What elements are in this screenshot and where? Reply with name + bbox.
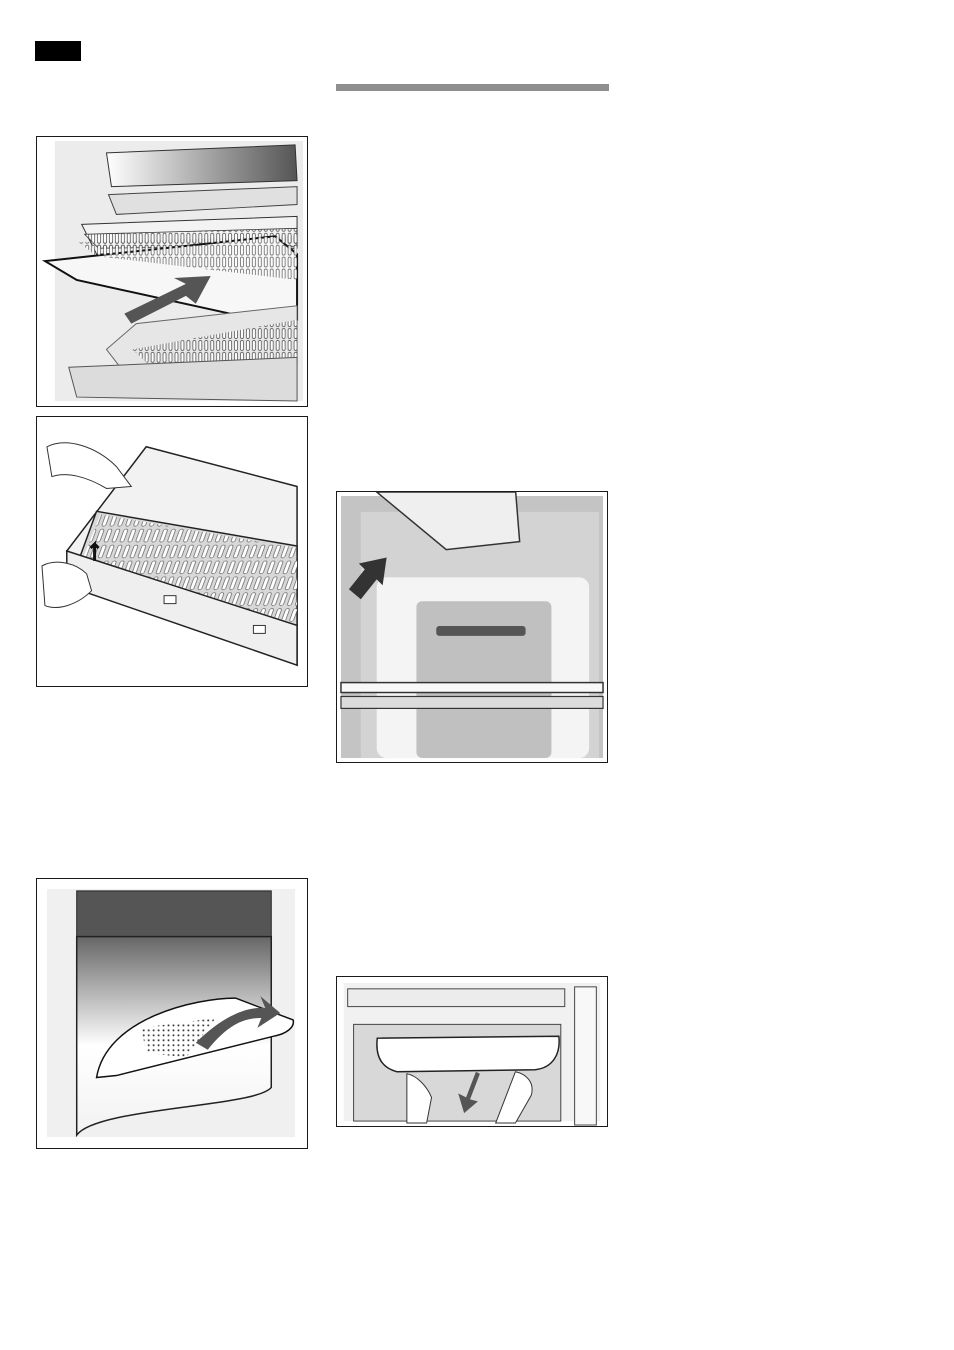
language-tab	[35, 41, 81, 61]
shelf-grid-insert-illustration	[37, 417, 307, 686]
section-rule	[336, 84, 609, 91]
figure-light-cover-remove	[336, 976, 608, 1127]
shelf-pull-out-illustration	[37, 137, 307, 406]
filter-cover-illustration	[37, 879, 307, 1148]
drawer-tilt-illustration	[337, 492, 607, 762]
figure-filter-cover	[36, 878, 308, 1149]
light-cover-remove-illustration	[337, 977, 607, 1126]
figure-drawer-tilt	[336, 491, 608, 763]
figure-shelf-grid-insert	[36, 416, 308, 687]
figure-shelf-pull-out	[36, 136, 308, 407]
